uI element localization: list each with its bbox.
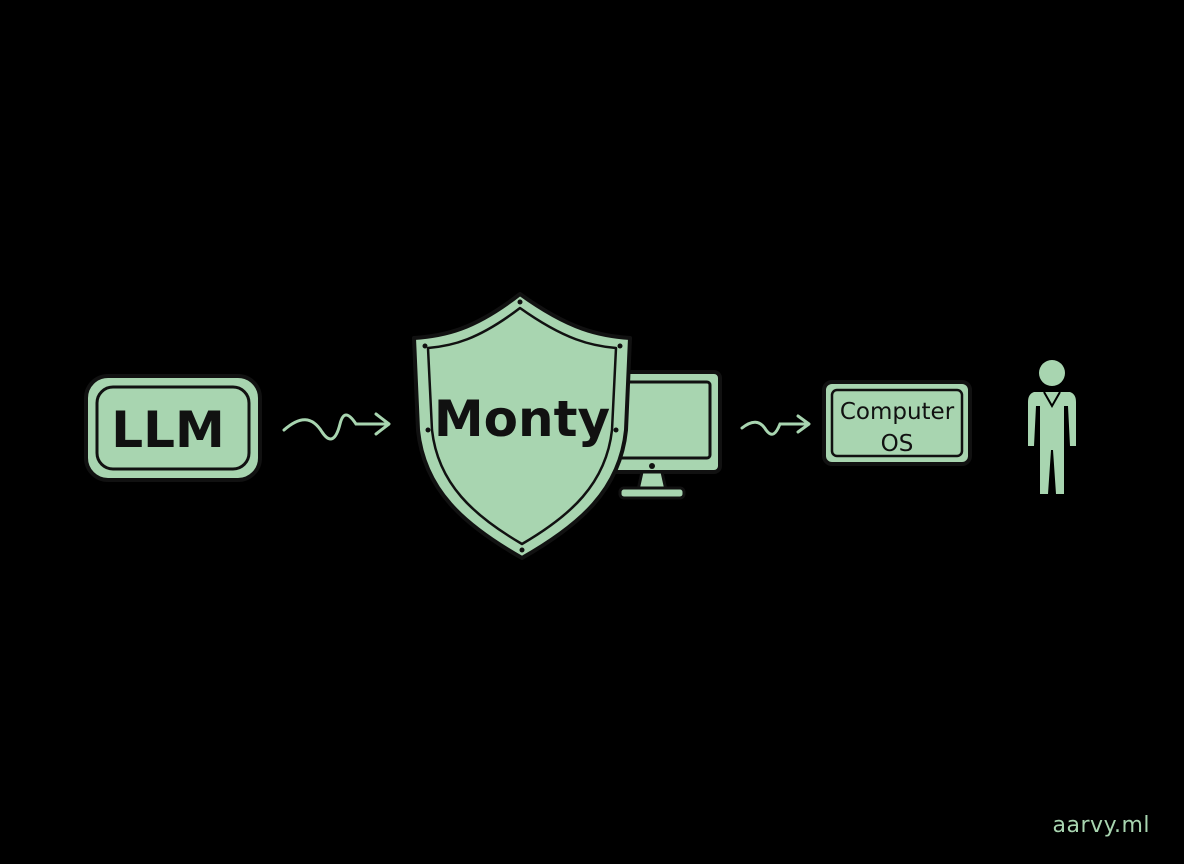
computer-os-label-line1: Computer	[840, 399, 955, 425]
computer-os-box-outer	[822, 380, 972, 466]
arrow-head	[796, 414, 811, 434]
person-body	[1028, 392, 1076, 494]
shield-rivet	[422, 343, 428, 349]
arrow-llm-to-monty	[282, 412, 391, 441]
monty-node: Monty	[412, 292, 632, 560]
shield-rivet	[425, 427, 431, 433]
shield-rivet	[617, 343, 623, 349]
arrow-head	[374, 412, 391, 436]
monitor-base	[618, 486, 686, 500]
shield-inner-outline	[426, 306, 618, 546]
shield-rivet	[519, 547, 525, 553]
computer-os-label-line2: OS	[881, 431, 914, 457]
monitor-power-dot	[649, 463, 655, 469]
shield-icon	[412, 292, 632, 560]
llm-label: LLM	[111, 401, 224, 459]
shield-rivet	[517, 299, 523, 305]
person-head	[1039, 360, 1065, 386]
arrow-monty-to-computer-os	[740, 414, 811, 436]
shield-rivet	[613, 427, 619, 433]
person-collar	[1043, 391, 1061, 409]
monty-label: Monty	[434, 390, 610, 448]
computer-os-node: Computer OS	[822, 380, 972, 466]
wavy-arrow-line	[282, 413, 390, 441]
watermark-text: aarvy.ml	[1052, 813, 1150, 838]
computer-os-box-inner	[830, 388, 964, 458]
wavy-arrow-line	[740, 420, 810, 436]
llm-node: LLM	[84, 374, 262, 482]
llm-box-outer	[84, 374, 262, 482]
llm-box-inner	[95, 385, 251, 471]
person-icon	[1028, 360, 1076, 494]
